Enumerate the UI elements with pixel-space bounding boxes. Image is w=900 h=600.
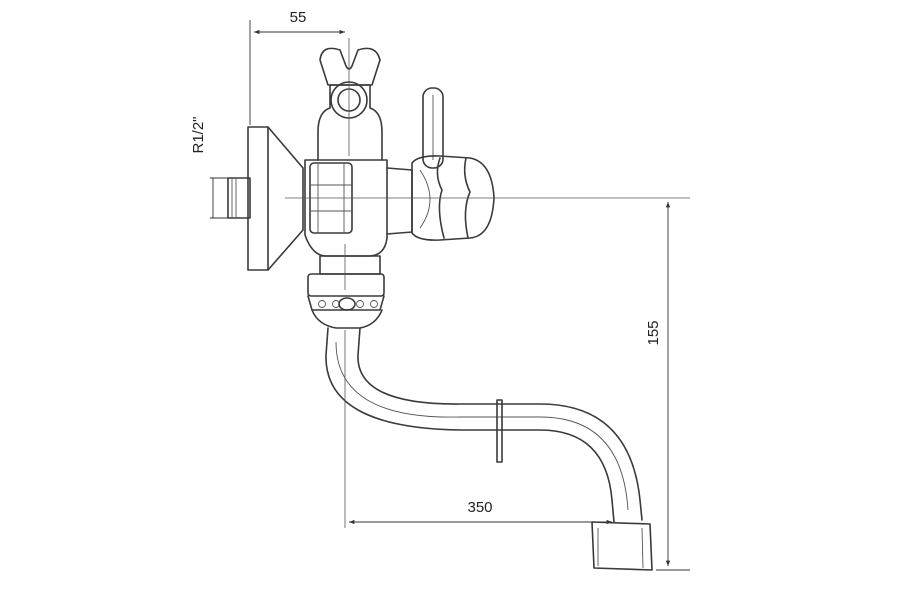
spout: [325, 327, 653, 571]
dimension-height: 155: [645, 202, 690, 571]
valve-body: [304, 159, 388, 257]
dimension-reach: 350: [349, 499, 612, 525]
dimension-thread: R1/2": [190, 116, 228, 219]
shower-holder: [317, 47, 383, 161]
reach-label: 350: [467, 499, 492, 516]
wall-flange: [247, 126, 304, 271]
wall-inlet: [227, 177, 251, 219]
dimension-top-width: 55: [249, 9, 345, 125]
diverter-lever: [422, 87, 444, 169]
centerlines: [285, 38, 690, 528]
top-width-label: 55: [290, 9, 307, 26]
height-label: 155: [645, 320, 662, 345]
thread-label: R1/2": [190, 116, 207, 153]
swivel-collar: [307, 255, 385, 329]
